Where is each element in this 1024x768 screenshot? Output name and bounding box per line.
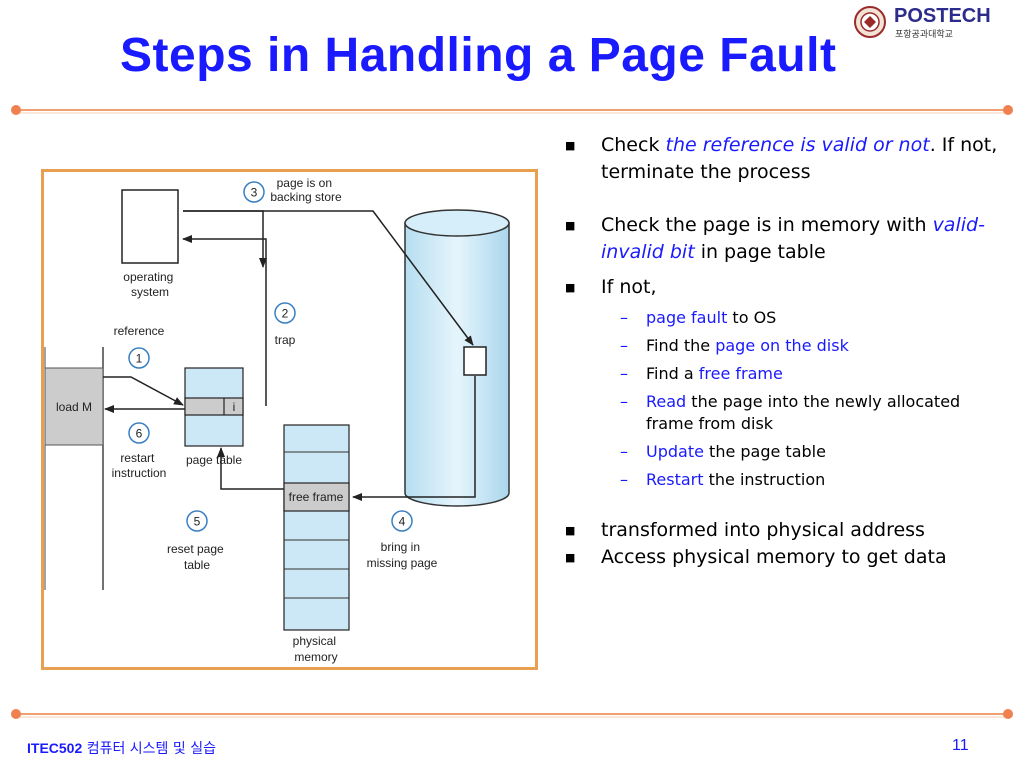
label-physical-memory: physical memory: [293, 634, 340, 664]
dash-marker: –: [620, 442, 628, 461]
dash-marker: –: [620, 308, 628, 327]
page-number: 11: [952, 737, 969, 754]
label-step3: page is on backing store: [270, 176, 342, 204]
step-1-number: 1: [136, 352, 143, 366]
step-3-circle: [243, 181, 265, 203]
label-reset: reset page table: [167, 542, 227, 572]
step-1-circle: [128, 347, 150, 369]
bullet-marker: ■: [565, 281, 576, 294]
logo-text: POSTECH: [894, 5, 991, 27]
sub-bullet-item: –Restart the instruction: [565, 469, 1005, 491]
sub-bullet-item: –Update the page table: [565, 441, 1005, 463]
bullet-text-part: the reference is valid or not: [665, 134, 930, 156]
step-3-number: 3: [251, 186, 258, 200]
bullet-text-part: If not,: [601, 276, 657, 298]
label-invalid-bit: i: [233, 400, 236, 414]
arrow-reset: [217, 447, 284, 490]
bullet-text-part: Check: [601, 134, 666, 156]
bullet-text-part: the page table: [703, 442, 826, 461]
postech-emblem-icon: [854, 6, 886, 38]
step-6-circle: [128, 422, 150, 444]
step-4-number: 4: [399, 515, 406, 529]
dash-marker: –: [620, 470, 628, 489]
logo-subtext: 포항공과대학교: [895, 30, 953, 40]
bullet-text-part: Find a: [646, 364, 699, 383]
postech-logo: POSTECH 포항공과대학교: [852, 5, 991, 40]
disk-page-box: [463, 346, 487, 376]
bullet-text-part: page on the disk: [715, 336, 849, 355]
bullet-marker: ■: [565, 139, 576, 152]
sub-bullet-item: –Find the page on the disk: [565, 335, 1005, 357]
bullet-marker: ■: [565, 219, 576, 232]
arrow-to-disk-page: [183, 210, 474, 346]
dash-marker: –: [620, 392, 628, 411]
label-operating-system: operating system: [123, 270, 176, 299]
bullet-marker: ■: [565, 524, 576, 537]
bullet-item: ■ Access physical memory to get data: [565, 544, 1005, 571]
bullet-text-part: transformed into physical address: [601, 519, 925, 541]
footer-course: ITEC502 컴퓨터 시스템 및 실습: [27, 738, 216, 758]
bullet-text-part: Restart: [646, 470, 704, 489]
step-5-circle: [186, 510, 208, 532]
bullet-item: ■ Check the page is in memory with valid-…: [565, 212, 1005, 266]
dash-marker: –: [620, 336, 628, 355]
arrow-trap: [182, 235, 267, 406]
bullet-text-part: Read: [646, 392, 687, 411]
arrow-reference: [103, 376, 184, 406]
bullet-text-part: Access physical memory to get data: [601, 546, 947, 568]
label-load-m: load M: [56, 400, 92, 414]
bullet-item: ■ transformed into physical address: [565, 517, 1005, 544]
label-page-table: page table: [186, 453, 242, 467]
bullet-text-part: in page table: [694, 241, 826, 263]
sub-bullet-item: –page fault to OS: [565, 307, 1005, 329]
footer-course-code: ITEC502: [27, 740, 83, 756]
step-6-number: 6: [136, 427, 143, 441]
physical-memory: [283, 424, 350, 631]
bullet-text-part: Find the: [646, 336, 716, 355]
step-5-number: 5: [194, 515, 201, 529]
bullet-text-part: the page into the newly allocated frame …: [646, 392, 961, 433]
step-2-circle: [274, 302, 296, 324]
bullet-text-part: . If not, terminate the process: [601, 134, 998, 183]
bullet-item: ■ Check the reference is valid or not. If…: [565, 132, 1005, 186]
backing-store-disk: [404, 209, 510, 507]
page-fault-diagram: 3 2 1 6 5 4 page is on backing store ope…: [41, 169, 538, 670]
label-trap: trap: [275, 333, 296, 347]
bullet-text-part: page fault: [646, 308, 728, 327]
bullet-marker: ■: [565, 551, 576, 564]
footer-course-title: 컴퓨터 시스템 및 실습: [86, 741, 216, 757]
bullet-text-part: Check the page is in memory with: [601, 214, 933, 236]
label-bring-in: bring in missing page: [367, 540, 438, 570]
bullet-list: ■ Check the reference is valid or not. If…: [565, 132, 1005, 571]
sub-bullet-item: –Read the page into the newly allocated …: [565, 391, 1005, 435]
label-free-frame: free frame: [289, 490, 344, 504]
bottom-divider: [11, 709, 1013, 719]
page-table: [184, 367, 244, 447]
arrow-bring-in: [352, 376, 476, 501]
load-m-box: [44, 367, 104, 446]
step-4-circle: [391, 510, 413, 532]
bullet-text-part: to OS: [727, 308, 777, 327]
dash-marker: –: [620, 364, 628, 383]
bullet-item: ■ If not,: [565, 274, 1005, 301]
bullet-text-part: Update: [646, 442, 704, 461]
slide-title: Steps in Handling a Page Fault: [120, 29, 837, 82]
bullet-text-part: the instruction: [703, 470, 826, 489]
label-reference: reference: [114, 324, 165, 338]
top-divider: [11, 105, 1013, 115]
operating-system-box: [121, 189, 179, 264]
sub-bullet-item: –Find a free frame: [565, 363, 1005, 385]
label-restart: restart instruction: [112, 451, 167, 480]
step-2-number: 2: [282, 307, 289, 321]
bullet-text-part: valid-invalid bit: [601, 214, 985, 263]
bullet-text-part: free frame: [698, 364, 783, 383]
